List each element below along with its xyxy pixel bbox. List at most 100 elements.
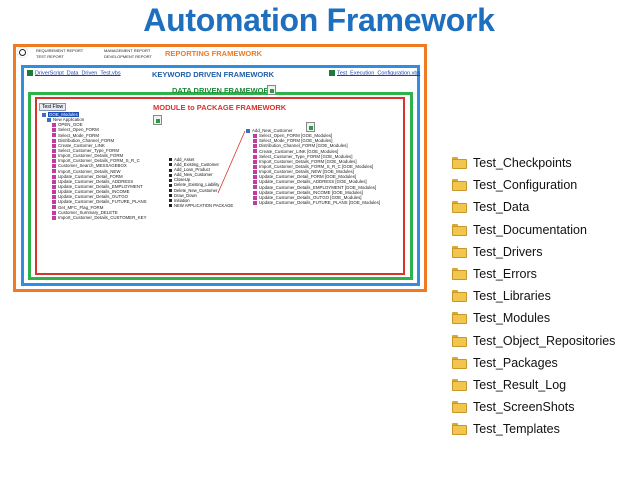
reporting-framework-frame [13,44,427,292]
folder-icon [452,223,467,236]
module-icon [52,169,56,174]
package-icon [169,163,172,167]
tree-item[interactable]: Update_Customer_Details_FUTURE_PLANS [42,199,147,204]
reporting-framework-label: REPORTING FRAMEWORK [165,49,263,58]
package-tree-item[interactable]: Import_Customer_Details_NEW [GOE_Modules… [246,169,380,174]
package-item-label: NEW APPLICATION PACKAGE [174,202,234,208]
package-item-label: Add_Existing_Customer [174,162,219,168]
package-item[interactable]: Delete_Existing_Liability [169,182,233,187]
tree-item[interactable]: Select_Customer_Type_FORM [42,148,147,153]
package-root[interactable]: Add_New_Customer [246,128,380,133]
tree-item[interactable]: Update_Customer_Detail_FORM [42,174,147,179]
package-item[interactable]: Add_Loan_Product [169,167,233,172]
test-flow-tab[interactable]: Test Flow [39,103,67,111]
folder-item[interactable]: Test_Drivers [452,241,615,263]
script-file-icon [27,70,33,76]
page-title: Automation Framework [143,2,495,38]
package-icon [169,199,172,203]
package-tree-item[interactable]: Create_Customer_LINK [GOE_Modules] [246,149,380,154]
package-item[interactable]: CloseUp [169,177,233,182]
package-tree-item-label: Import_Customer_Details_FORM_S_R_C [GOE_… [259,163,374,169]
package-item[interactable]: Add_Existing_Customer [169,162,233,167]
tree-item[interactable]: Distribution_Channel_FORM [42,138,147,143]
package-tree-item[interactable]: Update_Customer_Details_INCOME [GOE_Modu… [246,190,380,195]
tree-item[interactable]: Customer_Search_MESSAGEBOX [42,163,147,168]
module-icon [52,200,56,205]
module-to-package-framework-label: MODULE to PACKAGE FRAMEWORK [153,103,287,112]
folder-tab [452,179,458,183]
package-tree-item-label: Import_Customer_Details_NEW [GOE_Modules… [259,169,354,175]
package-item[interactable]: Draw_Down [169,193,233,198]
folder-item[interactable]: Test_Errors [452,263,615,285]
tree-item[interactable]: Customer_Summary_DELETE [42,210,147,215]
module-icon [52,133,56,138]
folder-name: Test_Errors [473,267,537,282]
package-item[interactable]: Delete_New_Customer [169,188,233,193]
tree-item[interactable]: Select_Mode_FORM [42,133,147,138]
folder-item[interactable]: Test_Modules [452,307,615,329]
tree-item[interactable]: Get_MFC_Flag_FORM [42,205,147,210]
folder-name: Test_ScreenShots [473,400,575,415]
package-tree-item[interactable]: Update_Customer_Details_FUTURE_PLANS [GO… [246,200,380,205]
folder-body [452,403,467,414]
test-report-label: TEST REPORT [36,54,64,59]
tree-item-label: Update_Customer_Details_OUTGO [58,194,129,200]
folder-item[interactable]: Test_Result_Log [452,374,615,396]
tree-item-label: Get_MFC_Flag_FORM [58,204,104,210]
folder-item[interactable]: Test_Configuration [452,174,615,196]
package-item[interactable]: Add_New_Customer [169,172,233,177]
package-item[interactable]: Add_Asset [169,157,233,162]
tree-item[interactable]: OPEN_GOE [42,122,147,127]
module-icon [52,164,56,169]
folder-item[interactable]: Test_Documentation [452,219,615,241]
package-item-label: Delete_Existing_Liability [174,182,220,188]
folder-item[interactable]: Test_Packages [452,352,615,374]
package-tree-item[interactable]: Select_Customer_Type_FORM [GOE_Modules] [246,154,380,159]
folder-item[interactable]: Test_ScreenShots [452,396,615,418]
package-tree-item[interactable]: Distribution_Channel_FORM [GOE_Modules] [246,143,380,148]
folder-item[interactable]: Test_Checkpoints [452,152,615,174]
tree-item[interactable]: Import_Customer_Details_CUSTOMER_KEY [42,215,147,220]
folder-item[interactable]: Test_Data [452,196,615,218]
package-tree-item[interactable]: Update_Customer_Details_ADDRESS [GOE_Mod… [246,179,380,184]
tree-item[interactable]: Update_Customer_Details_OUTGO [42,194,147,199]
module-icon [52,195,56,200]
module-icon [253,133,257,138]
tree-item[interactable]: Import_Customer_Details_FORM [42,153,147,158]
tree-item[interactable]: Import_Customer_Details_FORM_S_R_C [42,158,147,163]
module-to-package-framework-frame [35,97,405,275]
package-tree-item[interactable]: Update_Customer_Details_EMPLOYMENT [GOE_… [246,185,380,190]
module-icon [52,128,56,133]
tree-root[interactable]: GOE_Modules [42,112,147,117]
tree-item[interactable]: Update_Customer_Details_INCOME [42,189,147,194]
package-tree-item-label: Update_Customer_Details_INCOME [GOE_Modu… [259,189,363,195]
package-tree-item-label: Select_Mode_FORM [GOE_Modules] [259,138,333,144]
execution-config-file[interactable]: Test_Execution_Configuration.vbs [329,70,420,76]
module-icon [253,169,257,174]
package-tree-item[interactable]: Update_Customer_Detail_FORM [GOE_Modules… [246,174,380,179]
folder-body [452,270,467,281]
package-tree-item[interactable]: Select_Open_FORM [GOE_Modules] [246,133,380,138]
tree-item[interactable]: Select_Open_FORM [42,127,147,132]
package-tree-item[interactable]: Select_Mode_FORM [GOE_Modules] [246,138,380,143]
tree-item[interactable]: Import_Customer_Details_NEW [42,169,147,174]
folder-body [452,314,467,325]
folder-item[interactable]: Test_Libraries [452,285,615,307]
management-report-label: MANAGEMENT REPORT [104,48,151,53]
tree-app-node[interactable]: New Application [42,117,147,122]
package-tree-item[interactable]: Import_Customer_Details_FORM [GOE_Module… [246,159,380,164]
folder-name: Test_Object_Repositories [473,333,616,348]
package-tree-item[interactable]: Import_Customer_Details_FORM_S_R_C [GOE_… [246,164,380,169]
folder-body [452,292,467,303]
package-item[interactable]: NEW APPLICATION PACKAGE [169,203,233,208]
tree-item[interactable]: Create_Customer_LINK [42,143,147,148]
folder-item[interactable]: Test_Object_Repositories [452,330,615,352]
package-item[interactable]: Initiation [169,198,233,203]
package-tree-item[interactable]: Update_Customer_Details_OUTGO [GOE_Modul… [246,195,380,200]
tree-item[interactable]: Update_Customer_Details_ADDRESS [42,179,147,184]
package-item-label: Add_Asset [174,157,195,162]
module-icon [52,123,56,128]
folder-item[interactable]: Test_Templates [452,418,615,440]
driver-script-file[interactable]: DriverScript_Data_Driven_Test.vbs [27,70,121,76]
tree-item[interactable]: Update_Customer_Details_EMPLOYMENT [42,184,147,189]
